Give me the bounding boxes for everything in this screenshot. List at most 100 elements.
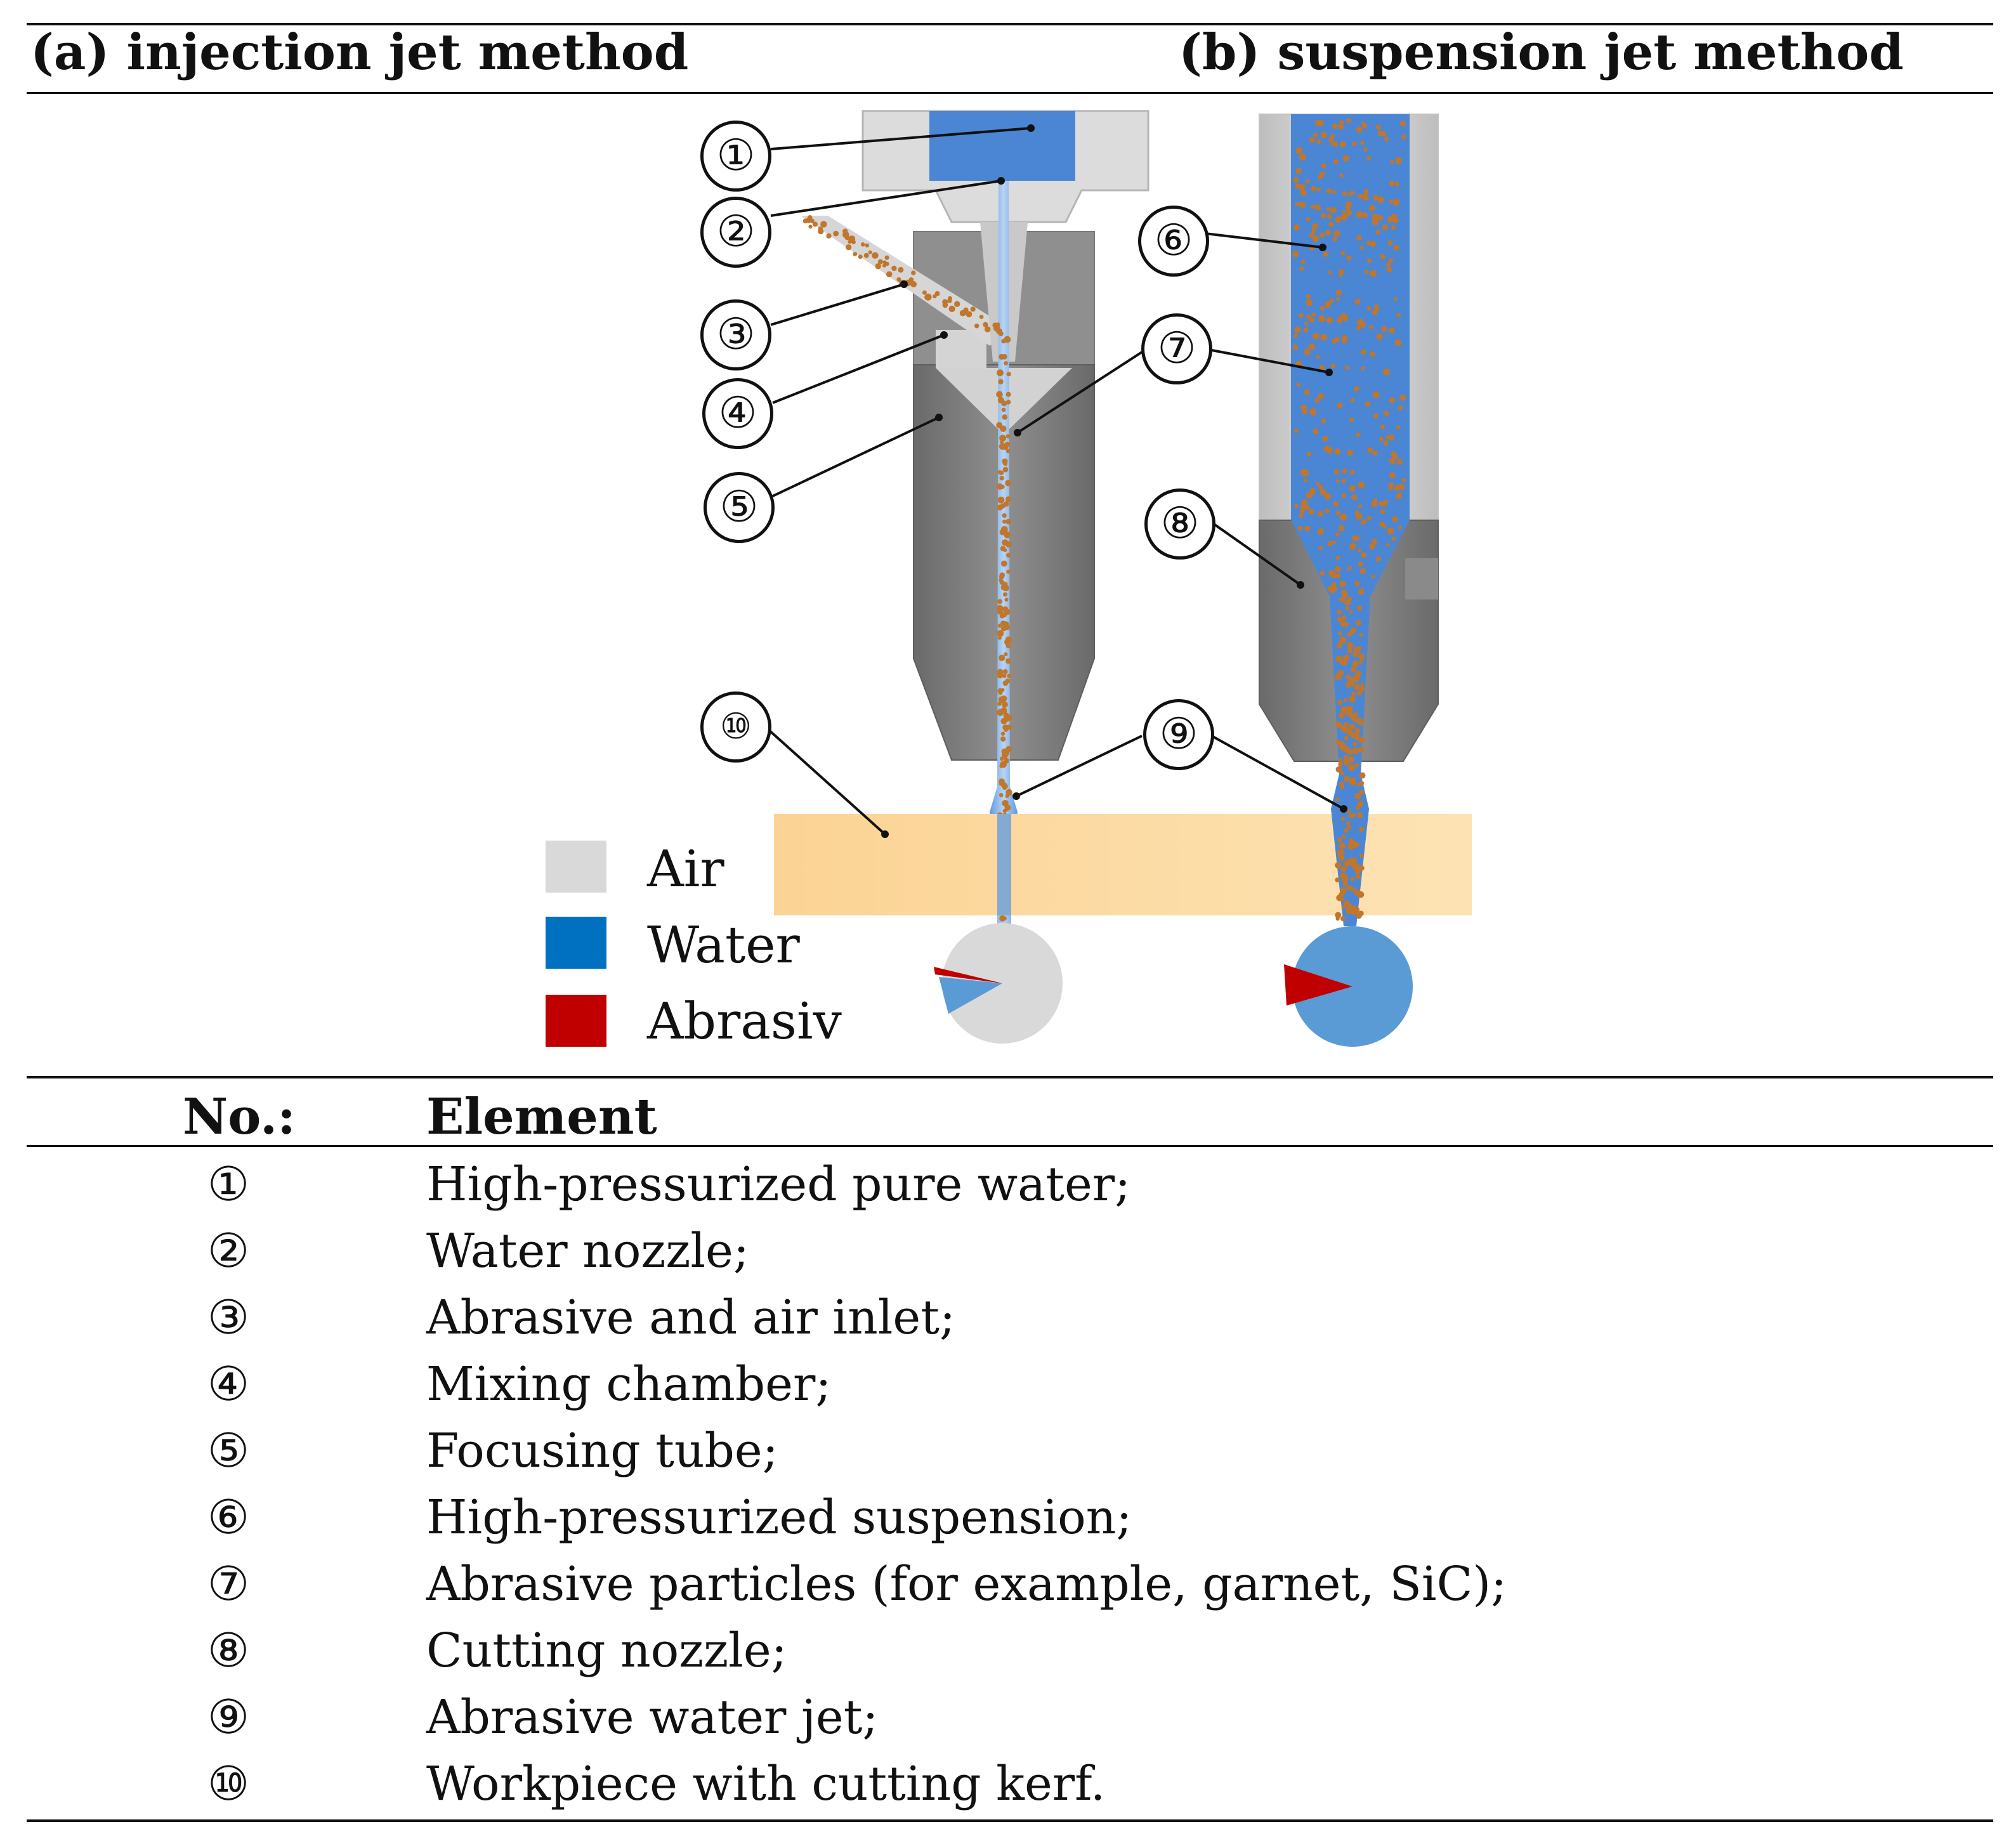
- leader-7a: [1016, 351, 1143, 434]
- leader-5: [772, 416, 940, 497]
- abrasive-particle: [1000, 546, 1006, 552]
- abrasive-particle: [998, 379, 1004, 384]
- abrasive-particle: [818, 226, 823, 232]
- abrasive-particle: [1340, 251, 1346, 256]
- abrasive-particle: [1401, 134, 1406, 140]
- abrasive-particle: [1339, 120, 1344, 125]
- abrasive-particle: [1358, 827, 1364, 832]
- abrasive-particle: [1335, 766, 1342, 773]
- abrasive-particle: [1344, 775, 1351, 782]
- abrasive-particle: [1389, 180, 1395, 187]
- abrasive-particle: [1379, 130, 1386, 137]
- abrasive-particle: [997, 504, 1003, 511]
- abrasive-particle: [1333, 159, 1339, 165]
- abrasive-particle: [882, 263, 886, 268]
- abrasive-particle: [1316, 119, 1324, 127]
- abrasive-particle: [1335, 510, 1341, 516]
- abrasive-particle: [1371, 501, 1378, 508]
- abrasive-particle: [1399, 121, 1406, 127]
- abrasive-particle: [898, 266, 904, 273]
- row-number: ⑥: [207, 1490, 250, 1545]
- suspension-abrasive-particles: [1292, 118, 1406, 921]
- abrasive-particle: [1337, 722, 1342, 728]
- abrasive-particle: [1356, 671, 1362, 677]
- injection-jet-assembly: [801, 110, 1150, 926]
- abrasive-particle: [1335, 673, 1341, 679]
- row-number: ②: [207, 1224, 250, 1278]
- abrasive-particle: [1309, 317, 1314, 323]
- abrasive-particle: [1292, 344, 1299, 350]
- abrasive-particle: [1304, 505, 1310, 511]
- abrasive-particle: [1306, 217, 1311, 222]
- abrasive-particle: [1333, 501, 1339, 507]
- abrasive-particle: [1006, 372, 1011, 377]
- abrasive-particle: [997, 396, 1004, 403]
- abrasive-particle: [1002, 458, 1008, 464]
- abrasive-particle: [1349, 777, 1357, 785]
- abrasive-particle: [1353, 742, 1358, 747]
- abrasive-particle: [1304, 389, 1310, 395]
- abrasive-particle: [1340, 771, 1344, 776]
- abrasive-particle: [1302, 409, 1307, 415]
- abrasive-particle: [860, 242, 865, 247]
- abrasive-particle: [1350, 398, 1355, 403]
- row-element: Water nozzle;: [426, 1224, 749, 1278]
- abrasive-particle: [1309, 489, 1316, 495]
- jet-methods-diagram: [760, 110, 1472, 1047]
- abrasive-particle: [1358, 910, 1364, 917]
- abrasive-particle: [1346, 748, 1353, 756]
- abrasive-particle: [1346, 674, 1351, 680]
- abrasive-particle: [1002, 414, 1008, 420]
- abrasive-particle: [1303, 478, 1307, 483]
- abrasive-particle: [983, 322, 988, 327]
- abrasive-particle: [1342, 905, 1346, 909]
- abrasive-particle: [1355, 513, 1363, 520]
- abrasive-particle: [1337, 609, 1342, 615]
- abrasive-particle: [910, 281, 917, 287]
- abrasive-particle: [997, 702, 1002, 706]
- abrasive-particle: [1391, 536, 1396, 541]
- abrasive-particle: [1341, 615, 1347, 621]
- abrasive-particle: [1360, 747, 1365, 752]
- abrasive-particle: [1361, 193, 1369, 201]
- abrasive-particle: [1340, 213, 1348, 221]
- abrasive-particle: [1346, 821, 1351, 825]
- row-element: Mixing chamber;: [426, 1357, 832, 1412]
- abrasive-particle: [1366, 306, 1372, 311]
- abrasive-particle: [1357, 893, 1361, 898]
- abrasive-particle: [1299, 154, 1306, 161]
- abrasive-particle: [1342, 315, 1349, 322]
- abrasive-particle: [1349, 695, 1356, 703]
- abrasive-particle: [1343, 654, 1350, 661]
- abrasive-particle: [1295, 167, 1302, 174]
- pie-water-slice: [939, 977, 1002, 1014]
- abrasive-particle: [1359, 632, 1363, 637]
- row-number: ③: [207, 1290, 250, 1345]
- abrasive-particle: [1358, 659, 1363, 664]
- abrasive-particle: [1306, 294, 1311, 299]
- abrasive-particle: [808, 225, 813, 229]
- abrasive-particle: [1372, 213, 1379, 221]
- abrasive-particle: [1299, 201, 1306, 209]
- abrasive-particle: [1000, 584, 1007, 591]
- abrasive-particle: [1335, 655, 1342, 663]
- abrasive-particle: [1332, 540, 1336, 545]
- abrasive-particle: [1300, 259, 1306, 265]
- abrasive-particle: [1397, 459, 1403, 465]
- abrasive-particle: [1347, 825, 1352, 830]
- abrasive-particle: [1342, 835, 1346, 839]
- legend-air-label: Air: [647, 839, 724, 898]
- abrasive-particle: [1353, 386, 1359, 392]
- abrasive-particle: [999, 435, 1006, 442]
- abrasive-particle: [1353, 907, 1360, 914]
- abrasive-particle: [1366, 240, 1372, 246]
- abrasive-particle: [1346, 681, 1352, 688]
- abrasive-particle: [1299, 266, 1304, 271]
- abrasive-particle: [1374, 304, 1379, 310]
- abrasive-particle: [1361, 366, 1365, 370]
- abrasive-particle: [1321, 418, 1326, 424]
- abrasive-particle: [1318, 546, 1323, 551]
- abrasive-particle: [1005, 434, 1011, 438]
- abrasive-particle: [1328, 570, 1335, 577]
- legend-water-swatch: [546, 917, 606, 969]
